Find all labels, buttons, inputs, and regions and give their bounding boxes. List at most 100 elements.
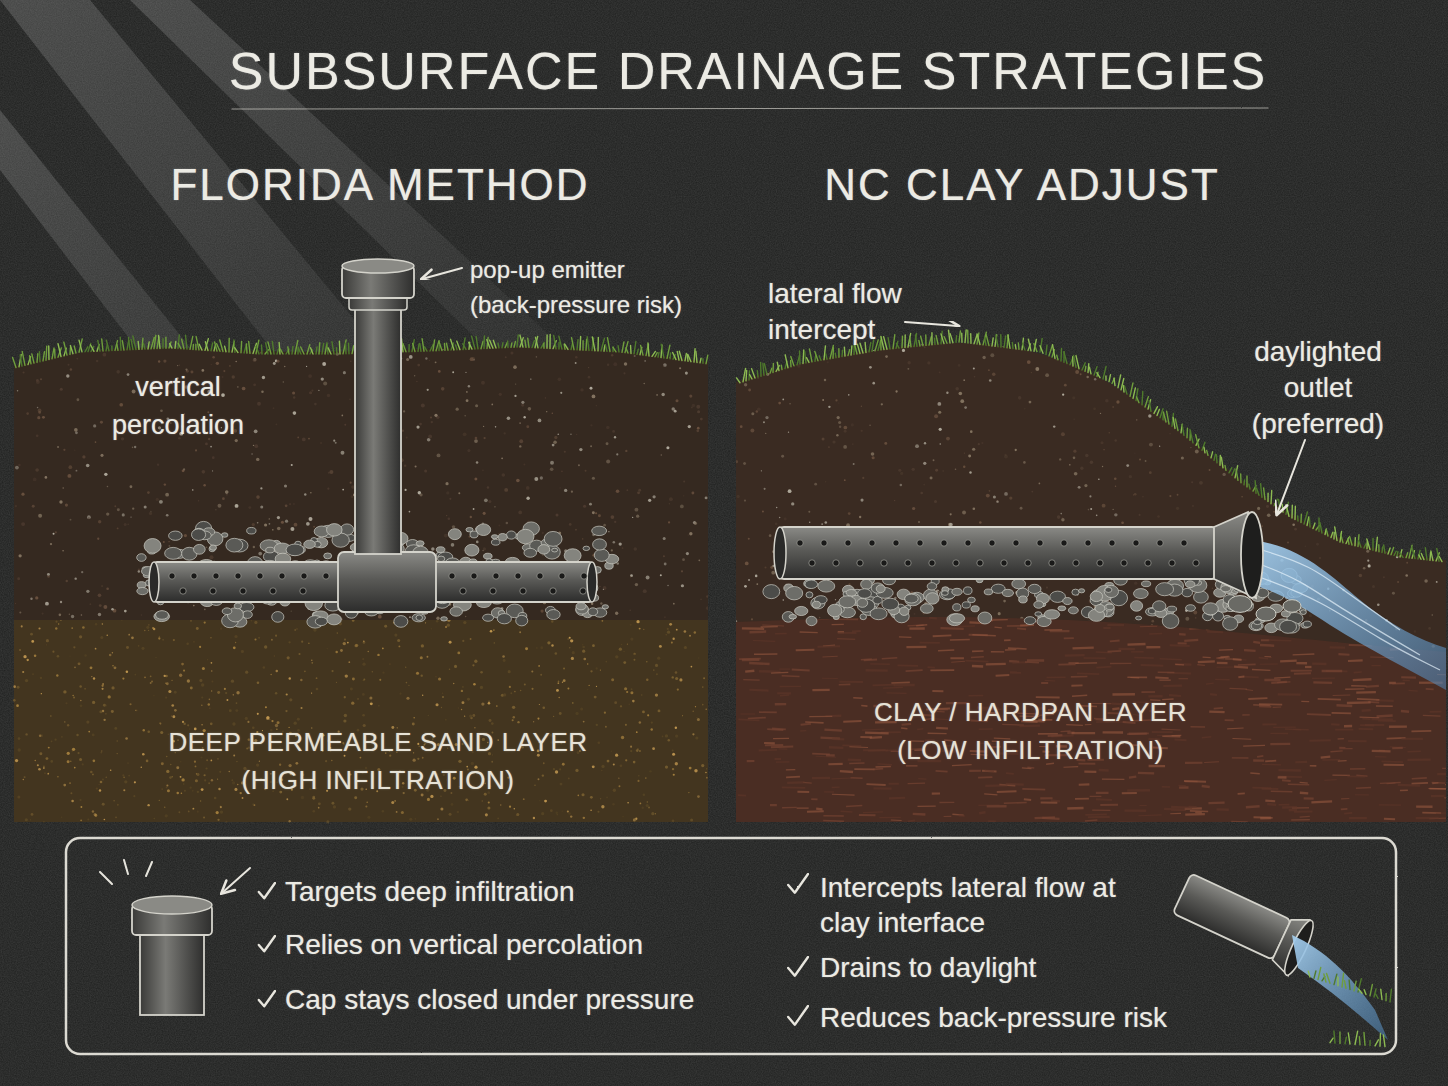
- soil-speck: [70, 368, 73, 371]
- soil-speck: [263, 666, 266, 669]
- soil-speck: [526, 425, 529, 428]
- grass-blade: [422, 339, 424, 351]
- grass-blade: [246, 344, 248, 353]
- grass-blade: [673, 352, 676, 359]
- soil-speck: [294, 721, 297, 724]
- soil-speck: [600, 602, 602, 604]
- soil-speck: [561, 470, 563, 472]
- soil-speck: [325, 760, 327, 762]
- soil-speck: [17, 577, 20, 580]
- grass-blade: [48, 346, 50, 360]
- grass-blade: [111, 346, 113, 351]
- soil-speck: [271, 639, 273, 641]
- soil-speck: [633, 761, 636, 764]
- soil-speck: [173, 639, 175, 641]
- grass-blade: [505, 342, 507, 347]
- soil-speck: [438, 677, 441, 680]
- soil-speck: [310, 492, 311, 493]
- soil-speck: [394, 634, 397, 637]
- soil-speck: [80, 819, 82, 821]
- soil-speck: [343, 719, 346, 722]
- soil-speck: [166, 756, 168, 758]
- grass-blade: [311, 348, 313, 354]
- grass-blade: [307, 345, 310, 354]
- soil-speck: [596, 686, 597, 687]
- soil-speck: [554, 436, 557, 439]
- gravel-stone: [327, 614, 342, 625]
- grass-blade: [102, 339, 103, 351]
- soil-speck: [634, 355, 636, 357]
- soil-speck: [470, 516, 472, 518]
- soil-speck: [470, 638, 472, 640]
- soil-speck: [316, 677, 318, 679]
- soil-speck: [581, 793, 584, 796]
- soil-speck: [480, 671, 483, 674]
- soil-speck: [201, 724, 203, 726]
- soil-speck: [22, 671, 24, 673]
- soil-speck: [696, 405, 700, 409]
- soil-speck: [69, 782, 71, 784]
- soil-speck: [78, 662, 81, 665]
- soil-speck: [253, 358, 256, 361]
- soil-speck: [635, 583, 638, 586]
- soil-speck: [225, 821, 227, 823]
- grass-blade: [607, 338, 610, 352]
- soil-speck: [98, 594, 102, 598]
- soil-speck: [122, 677, 124, 679]
- soil-speck: [155, 657, 156, 658]
- soil-speck: [663, 537, 666, 540]
- soil-speck: [162, 639, 163, 640]
- soil-speck: [539, 800, 540, 801]
- grass-blade: [43, 352, 44, 361]
- grass-blade: [403, 343, 406, 351]
- soil-speck: [653, 669, 655, 671]
- soil-speck: [623, 372, 625, 374]
- soil-speck: [157, 464, 159, 466]
- soil-speck: [31, 813, 34, 816]
- grass-blade: [192, 344, 194, 349]
- soil-speck: [100, 454, 103, 457]
- soil-speck: [190, 620, 192, 622]
- soil-speck: [447, 624, 450, 627]
- soil-speck: [585, 470, 587, 472]
- grass-blade: [190, 337, 193, 350]
- soil-speck: [446, 515, 447, 516]
- title-underline: [232, 108, 1268, 109]
- soil-speck: [655, 813, 656, 814]
- soil-speck: [97, 538, 99, 540]
- soil-speck: [17, 353, 20, 356]
- soil-speck: [616, 453, 618, 455]
- soil-speck: [128, 775, 130, 777]
- soil-speck: [15, 466, 19, 470]
- soil-speck: [306, 366, 307, 367]
- soil-speck: [349, 398, 351, 400]
- soil-speck: [202, 470, 206, 474]
- soil-speck: [290, 527, 294, 531]
- grass-blade: [154, 335, 156, 348]
- soil-speck: [523, 798, 525, 800]
- soil-speck: [605, 661, 607, 663]
- soil-speck: [516, 479, 520, 483]
- soil-speck: [437, 453, 441, 457]
- soil-speck: [567, 638, 569, 640]
- soil-speck: [311, 390, 313, 392]
- soil-speck: [692, 404, 695, 407]
- soil-speck: [293, 503, 295, 505]
- soil-speck: [505, 356, 507, 358]
- soil-speck: [634, 654, 636, 656]
- soil-speck: [378, 705, 380, 707]
- soil-speck: [469, 714, 472, 717]
- soil-speck: [217, 691, 220, 694]
- soil-speck: [600, 798, 601, 799]
- grass-blade: [536, 337, 538, 348]
- soil-speck: [354, 796, 357, 799]
- soil-speck: [158, 360, 160, 362]
- soil-speck: [560, 392, 562, 394]
- soil-speck: [233, 694, 234, 695]
- soil-speck: [503, 693, 506, 696]
- soil-speck: [318, 802, 321, 805]
- soil-speck: [553, 716, 554, 717]
- soil-speck: [67, 752, 70, 755]
- soil-speck: [493, 629, 495, 631]
- soil-speck: [77, 398, 80, 401]
